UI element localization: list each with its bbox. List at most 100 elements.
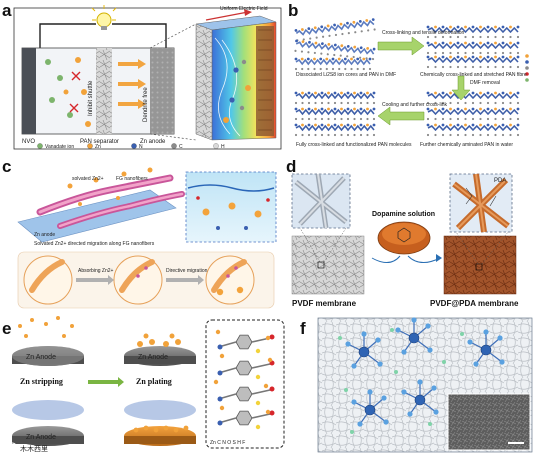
chain-atom [327,117,330,121]
chain-atom [516,91,520,95]
chain-atom [494,117,497,121]
chain-atom [366,117,369,121]
f-ion [338,336,342,340]
chain-atom [441,101,445,105]
chain-atom [479,35,482,39]
chain-atom [456,133,460,137]
chain-atom [320,107,324,111]
chain-atom [346,107,350,111]
chain-atom [516,133,520,137]
legend-label: N [139,144,143,150]
chain-atom [471,35,475,39]
chain-atom [479,65,482,69]
chain-atom [426,41,430,45]
chain-atom [426,107,430,111]
chain-atom [449,55,452,59]
ligand-node [381,395,387,401]
chain-atom [314,41,318,45]
chain-atom [494,41,497,45]
chain-atom [486,41,490,45]
chain-atom [471,41,475,45]
legend-label: H [221,144,225,150]
arrow2-label: DMF removal [470,80,500,86]
chain-atom [356,57,360,61]
ligand-node [377,361,383,367]
chain-atom [464,25,467,29]
atom-n [217,396,223,402]
chain-atom [516,123,520,127]
e-left-zn-dots [18,316,74,338]
chain-atom [456,117,460,121]
chain-atom [294,101,298,105]
ligand-node [411,317,417,323]
chain-atom [340,117,343,121]
chain-atom [359,107,363,111]
chain-atom [464,123,467,127]
ligand-node [367,389,373,395]
chain-atom [294,117,298,121]
chain-atom [501,51,505,55]
atom-s [255,374,261,380]
chain-atom [333,91,337,95]
chain-atom [479,117,482,121]
chain-atom [471,101,475,105]
bond [251,389,271,395]
chain-atom [353,107,356,111]
atom-n [217,344,223,350]
chain-atom [456,123,460,127]
chain-atom [366,123,369,127]
chain-atom [294,49,297,52]
chain-atom [486,107,490,111]
bond [251,413,271,419]
chain-atom [333,101,337,105]
chain-atom [456,35,460,39]
f-ion [350,430,354,434]
chain-atom [449,123,452,127]
chain-atom [501,117,505,121]
pvdf-pda-membrane [443,235,517,295]
chain-atom [372,117,376,121]
chain-atom [300,57,304,61]
chain-atom [516,25,520,29]
chain-atom [434,133,437,137]
chain-atom [340,107,343,111]
chain-atom [479,55,482,59]
bond [221,367,237,373]
dopamine-label: Dopamine solution [372,211,435,218]
chain-atom [327,101,330,105]
chain-atom [434,55,437,59]
chain-atom [307,27,311,31]
chain-atom [352,20,356,24]
panel-label-f: f [300,319,306,338]
chain-atom [486,101,490,105]
f-ion [460,332,464,336]
chain-atom [301,107,304,111]
chain-atom [441,51,445,55]
chain-atom [334,33,338,37]
chain-atom [456,41,460,45]
polymer-chains [294,18,529,137]
ligand-node [427,347,433,353]
zn-ions-c [67,167,153,206]
chain-atom [449,25,452,29]
legend-label: Zn [95,144,101,150]
chain-atom [350,57,353,61]
chain-atom [449,91,452,95]
arrow1-label: Cross-linking and tensile deformation [382,30,464,36]
chain-atom [449,133,452,137]
chain-atom [313,26,317,30]
e-left-disks [12,346,84,446]
chain-atom [372,47,376,51]
chain-atom [494,133,497,137]
chain-atom [509,91,512,95]
e-right-disks [124,346,196,446]
chain-atom [366,91,369,95]
chain-atom [501,55,505,59]
chain-atom [372,133,376,137]
chain-atom [307,107,311,111]
chain-atom [346,55,349,58]
chain [427,42,519,50]
chain-atom [494,51,497,55]
c-arrow-1 [76,275,114,285]
chain-atom [333,53,336,57]
